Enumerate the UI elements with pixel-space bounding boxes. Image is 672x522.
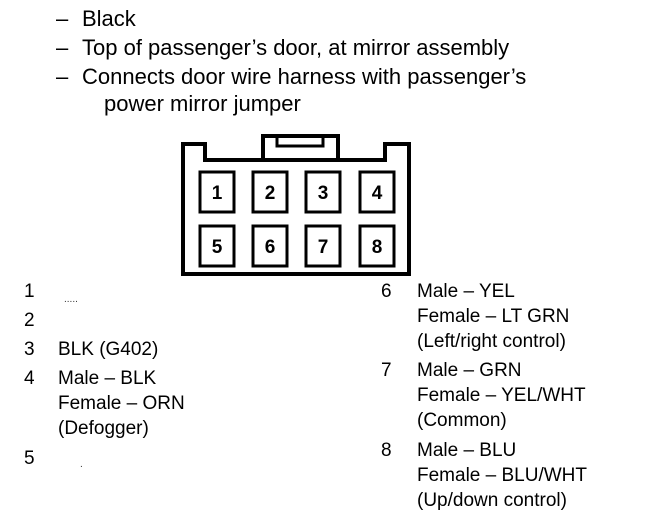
pin-cavity — [198, 224, 236, 268]
pin-wire: BLK (G402) — [58, 339, 159, 360]
cavity-label-2: 2 — [265, 183, 276, 204]
cavity-label-7: 7 — [318, 237, 329, 258]
blank-mark: ..... — [64, 294, 78, 305]
pin-male-wire: Male – BLK — [58, 368, 157, 389]
blank-mark: . — [80, 459, 83, 470]
pin-female-wire: Female – LT GRN — [417, 306, 570, 327]
pin-male-wire: Male – YEL — [417, 281, 515, 302]
pin-description: Male – GRN Female – YEL/WHT (Common) — [417, 358, 586, 433]
pin-number: 1 — [24, 281, 35, 302]
pin-cavity — [251, 170, 289, 214]
pin-female-wire: Female – BLU/WHT — [417, 465, 587, 486]
connector-location: Top of passenger’s door, at mirror assem… — [82, 35, 510, 60]
pin-cavity — [198, 170, 236, 214]
pin-description: Male – BLU Female – BLU/WHT (Up/down con… — [417, 438, 587, 513]
bullet-dash: – — [56, 64, 69, 89]
connector-function: Connects door wire harness with passenge… — [82, 64, 527, 89]
pin-cavity — [358, 170, 396, 214]
pin-function: (Left/right control) — [417, 331, 566, 352]
cavity-label-5: 5 — [212, 237, 223, 258]
connector-color: Black — [82, 6, 136, 31]
cavity-label-4: 4 — [372, 183, 383, 204]
locking-tab — [261, 134, 340, 160]
connector-diagram: 1 2 3 4 5 6 7 8 — [181, 134, 411, 276]
pin-description: Male – BLK Female – ORN (Defogger) — [58, 366, 185, 441]
pin-cavity — [304, 170, 342, 214]
locking-tab-slot — [275, 134, 325, 148]
pin-number: 7 — [381, 360, 392, 381]
pin-number: 2 — [24, 310, 35, 331]
pin-function: (Up/down control) — [417, 490, 567, 511]
pin-cavity — [304, 224, 342, 268]
cavity-label-3: 3 — [318, 183, 329, 204]
pin-cavity-grid — [198, 170, 396, 268]
pin-number: 3 — [24, 339, 35, 360]
pin-function: (Common) — [417, 410, 507, 431]
connector-function-cont: power mirror jumper — [104, 91, 301, 116]
pin-male-wire: Male – BLU — [417, 440, 517, 461]
pin-female-wire: Female – ORN — [58, 393, 185, 414]
pin-description: Male – YEL Female – LT GRN (Left/right c… — [417, 279, 569, 354]
pin-male-wire: Male – GRN — [417, 360, 522, 381]
connector-outline — [181, 142, 411, 276]
pin-cavity — [358, 224, 396, 268]
pin-female-wire: Female – YEL/WHT — [417, 385, 586, 406]
bullet-dash: – — [56, 35, 69, 60]
pin-number: 6 — [381, 281, 392, 302]
pin-number: 4 — [24, 368, 35, 389]
cavity-label-6: 6 — [265, 237, 276, 258]
cavity-label-8: 8 — [372, 237, 383, 258]
bullet-dash: – — [56, 6, 69, 31]
pin-description: BLK (G402) — [58, 337, 158, 362]
cavity-label-1: 1 — [212, 183, 223, 204]
pin-number: 5 — [24, 448, 35, 469]
pin-cavity — [251, 224, 289, 268]
pin-number: 8 — [381, 440, 392, 461]
pin-function: (Defogger) — [58, 418, 149, 439]
